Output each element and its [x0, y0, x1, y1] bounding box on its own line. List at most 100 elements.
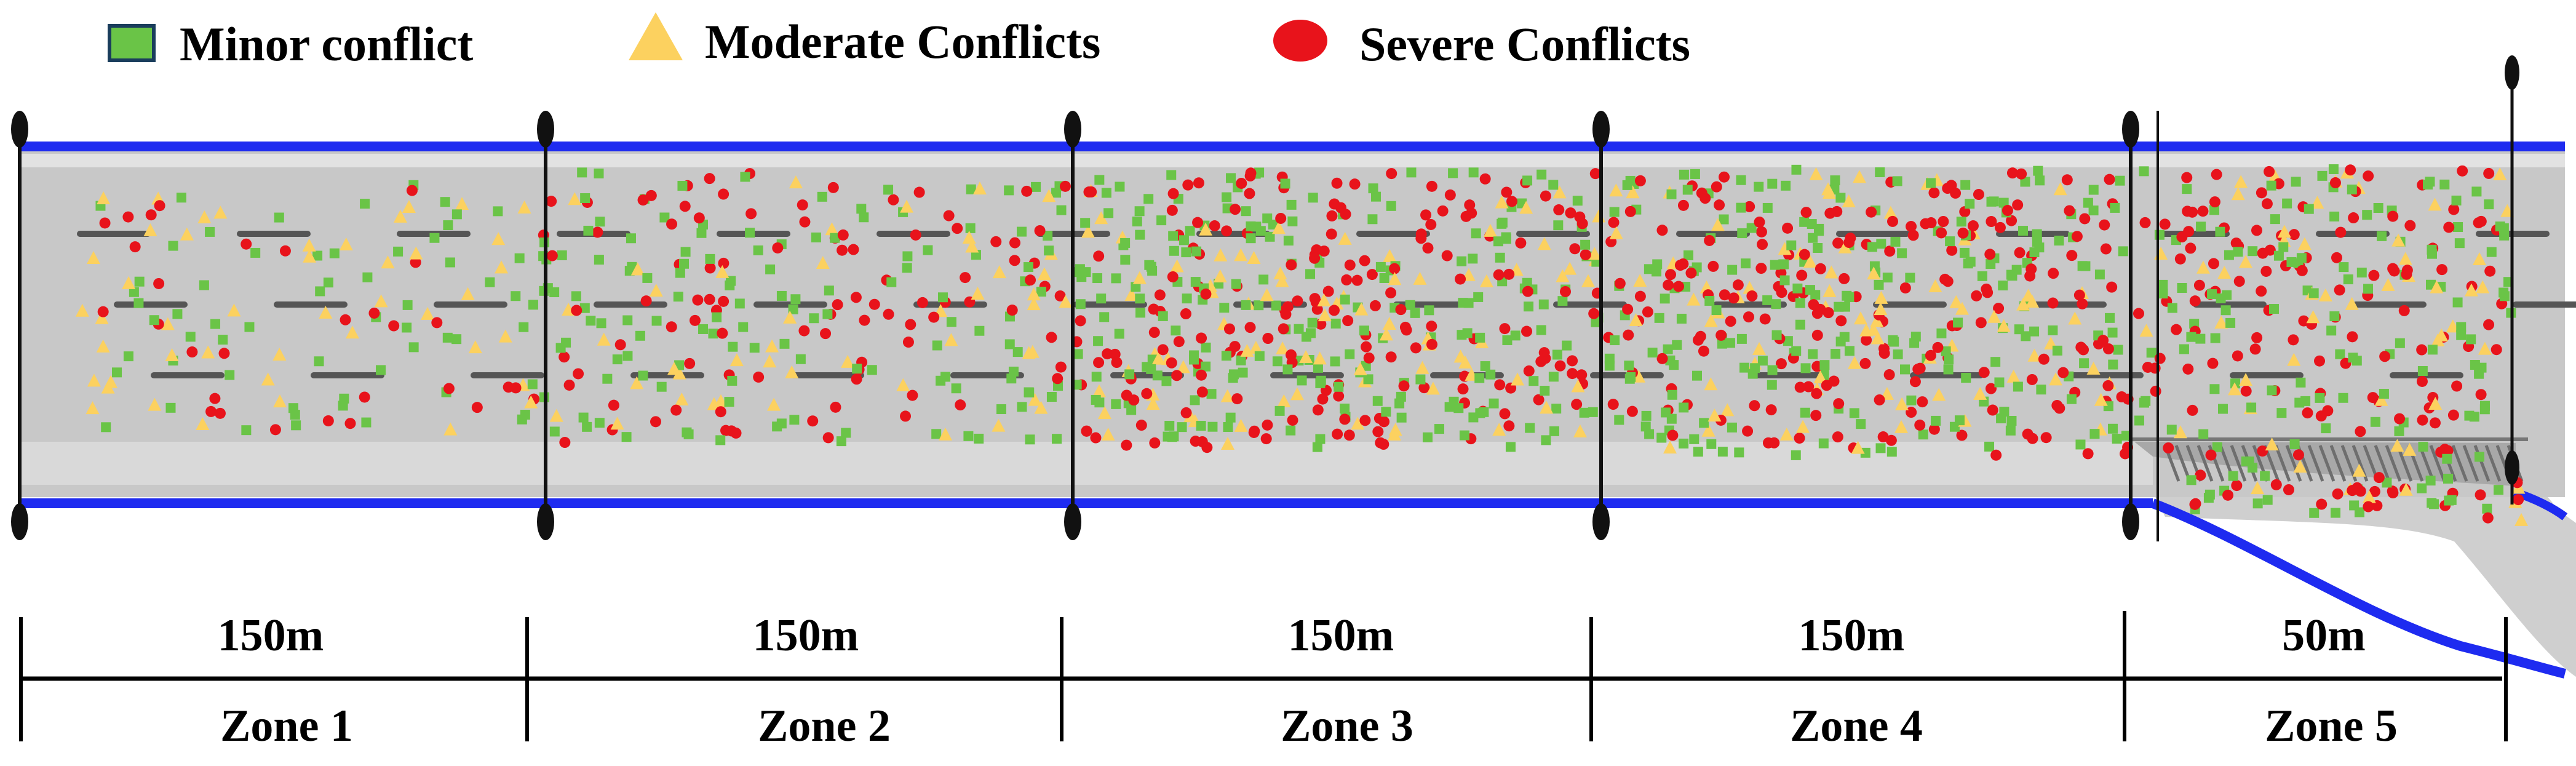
moderate-conflict-point	[568, 192, 582, 205]
severe-conflict-point	[1884, 245, 1896, 257]
moderate-conflict-point	[1213, 269, 1227, 283]
severe-conflict-point	[1344, 259, 1356, 271]
severe-conflict-point	[679, 201, 691, 212]
moderate-conflict-point	[765, 339, 779, 353]
severe-conflict-point	[1540, 190, 1551, 202]
minor-conflict-point	[1501, 234, 1511, 244]
minor-conflict-point	[1017, 226, 1027, 237]
detector-icon	[11, 111, 28, 148]
severe-conflict-point	[1775, 358, 1787, 370]
severe-conflict-point	[1086, 186, 1097, 197]
moderate-conflict-point	[2464, 283, 2478, 297]
minor-conflict-point	[549, 426, 560, 437]
severe-conflict-point	[1499, 408, 1511, 420]
minor-conflict-point	[443, 220, 453, 231]
moderate-conflict-point	[161, 317, 175, 330]
moderate-conflict-point	[2472, 252, 2486, 265]
severe-conflict-point	[2040, 432, 2052, 444]
minor-conflict-point	[1283, 236, 1294, 246]
minor-conflict-point	[1043, 231, 1053, 241]
minor-conflict-point	[176, 193, 186, 203]
minor-conflict-point	[1830, 175, 1840, 186]
severe-conflict-point	[1229, 341, 1241, 353]
severe-conflict-point	[1906, 221, 1917, 233]
severe-conflict-point	[1883, 369, 1895, 381]
severe-conflict-point	[1810, 410, 1822, 421]
moderate-conflict-point	[1387, 428, 1401, 441]
minor-conflict-point	[1622, 180, 1632, 190]
severe-conflict-point	[1349, 178, 1361, 190]
minor-conflict-point	[2215, 226, 2225, 237]
severe-conflict-point	[1278, 323, 1289, 335]
moderate-conflict-point	[1779, 428, 1794, 441]
severe-conflict-point	[1223, 323, 1235, 335]
minor-conflict-point	[817, 191, 827, 202]
minor-conflict-point	[1132, 216, 1142, 226]
minor-conflict-point	[1254, 351, 1265, 361]
severe-conflict-point	[2048, 268, 2059, 279]
minor-conflict-point	[1103, 208, 1114, 218]
severe-conflict-point	[1260, 433, 1272, 445]
minor-conflict-point	[1286, 425, 1296, 436]
severe-conflict-point	[1322, 285, 1334, 297]
severe-conflict-point	[1121, 439, 1132, 451]
severe-conflict-point	[1375, 437, 1386, 449]
gore-hatch-line	[2429, 445, 2446, 482]
moderate-conflict-point	[87, 373, 101, 387]
minor-conflict-point	[1305, 269, 1316, 279]
severe-conflict-point	[2205, 449, 2217, 461]
minor-conflict-point	[789, 415, 800, 425]
minor-conflict-point	[129, 287, 139, 297]
severe-conflict-point	[2026, 373, 2038, 385]
minor-conflict-point	[2246, 402, 2257, 413]
minor-conflict-point	[1699, 418, 1709, 428]
minor-conflict-point	[291, 420, 301, 431]
severe-conflict-point	[1055, 361, 1067, 373]
severe-conflict-point	[546, 250, 558, 261]
severe-conflict-point	[2417, 414, 2428, 426]
minor-conflict-point	[1485, 369, 1496, 380]
severe-conflict-point	[153, 277, 165, 289]
minor-conflict-point	[2331, 508, 2341, 518]
severe-conflict-point	[1464, 199, 1476, 211]
minor-conflict-point	[612, 354, 622, 365]
moderate-conflict-point	[2493, 167, 2507, 180]
minor-conflict-point	[1644, 429, 1655, 439]
moderate-conflict-point	[273, 394, 287, 408]
severe-conflict-point	[2363, 501, 2374, 513]
severe-conflict-point	[2104, 174, 2115, 185]
severe-conflict-point	[1111, 356, 1123, 368]
minor-conflict-point	[1394, 398, 1405, 409]
severe-conflict-point	[129, 241, 141, 253]
severe-conflict-point	[1665, 269, 1677, 281]
minor-conflict-point	[1124, 369, 1135, 380]
severe-conflict-point	[2475, 389, 2487, 401]
severe-conflict-point	[704, 293, 715, 305]
severe-conflict-point	[1200, 288, 1212, 300]
minor-conflict-point	[2075, 439, 2086, 450]
severe-conflict-point	[2189, 295, 2201, 307]
moderate-conflict-point	[1220, 389, 1234, 402]
severe-conflict-point	[718, 188, 729, 200]
severe-conflict-point	[1614, 277, 1626, 289]
severe-conflict-point	[1494, 379, 1506, 391]
severe-conflict-point	[1576, 369, 1588, 381]
minor-conflict-point	[708, 329, 718, 339]
severe-conflict-point	[1309, 293, 1321, 305]
minor-conflict-point	[1201, 361, 1211, 372]
severe-conflict-point	[1589, 168, 1601, 180]
minor-conflict-point	[2020, 177, 2030, 187]
minor-conflict-point	[683, 429, 694, 439]
moderate-conflict-point	[1711, 218, 1725, 231]
severe-conflict-point	[1909, 376, 1921, 388]
moderate-conflict-point	[517, 200, 531, 213]
severe-conflict-point	[2222, 489, 2234, 501]
moderate-conflict-point	[1317, 293, 1331, 307]
minor-conflict-point	[1286, 199, 1297, 210]
severe-conflict-point	[1025, 274, 1036, 286]
severe-conflict-point	[1515, 237, 1527, 249]
road-lower-shoulder	[18, 442, 2153, 485]
severe-conflict-point	[1395, 304, 1407, 316]
severe-conflict-point	[145, 209, 157, 221]
minor-conflict-point	[1381, 407, 1391, 417]
